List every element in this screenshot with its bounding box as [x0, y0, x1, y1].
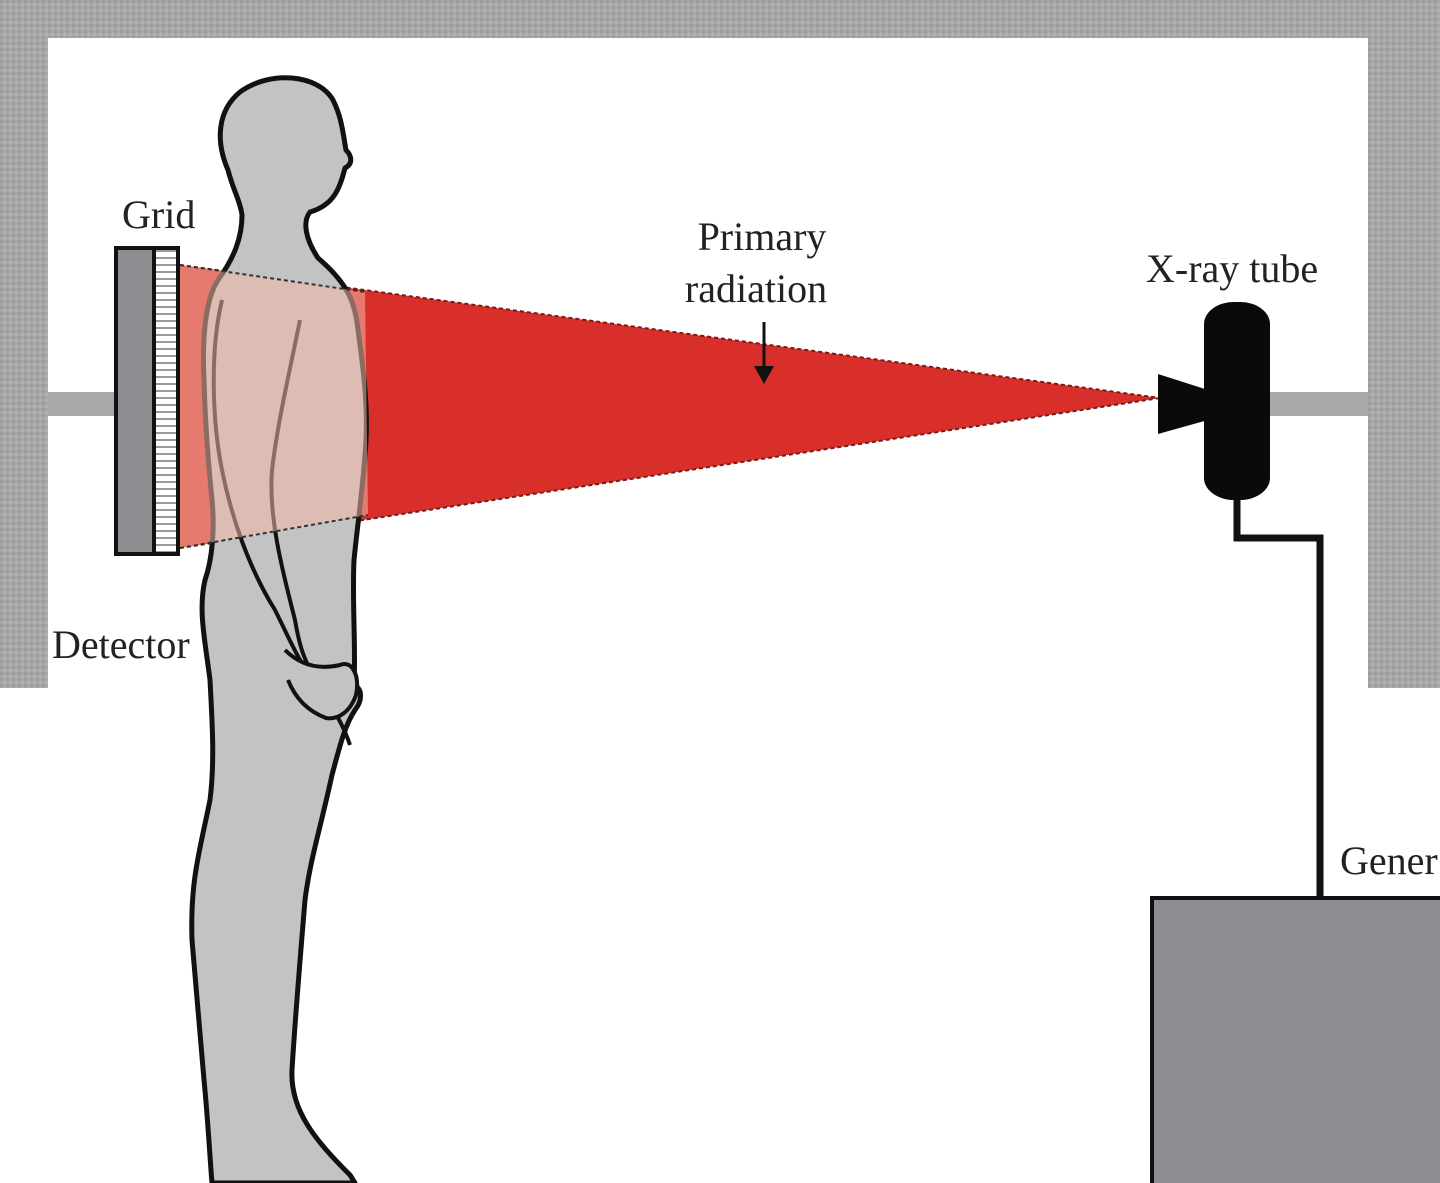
patient-figure [189, 75, 369, 1183]
grid-label: Grid [122, 192, 195, 237]
generator-unit [1150, 896, 1440, 1183]
beam-through-edge-bottom [179, 514, 369, 549]
ceiling-wall [0, 0, 1440, 38]
detector-assembly [114, 246, 180, 556]
rail-right [1268, 392, 1368, 416]
rail-left [48, 392, 118, 416]
xray-tube-label: X-ray tube [1146, 246, 1318, 291]
human-body-silhouette [189, 75, 369, 1183]
hand-outline [283, 648, 359, 721]
xray-tube-housing [1204, 302, 1270, 500]
beam-through-body [180, 265, 368, 548]
primary-radiation-beam [180, 265, 1160, 548]
left-wall [0, 0, 48, 688]
anti-scatter-grid [152, 246, 180, 556]
xray-tube-assembly [1158, 302, 1324, 898]
detector-label: Detector [52, 622, 190, 667]
detector-plate [114, 246, 156, 556]
primary-radiation-arrow [754, 322, 774, 384]
right-wall [1368, 0, 1440, 688]
primary-radiation-label-line1: Primary [698, 214, 827, 259]
room-walls [0, 0, 1440, 688]
beam-edge-bottom [179, 397, 1161, 549]
beam-through-edge-top [179, 264, 366, 293]
arrow-head [754, 366, 774, 384]
generator-cable [1233, 500, 1324, 898]
primary-radiation-label-line2: radiation [685, 266, 827, 311]
tube-collimator [1158, 374, 1208, 434]
generator-label: Gener [1340, 838, 1438, 883]
